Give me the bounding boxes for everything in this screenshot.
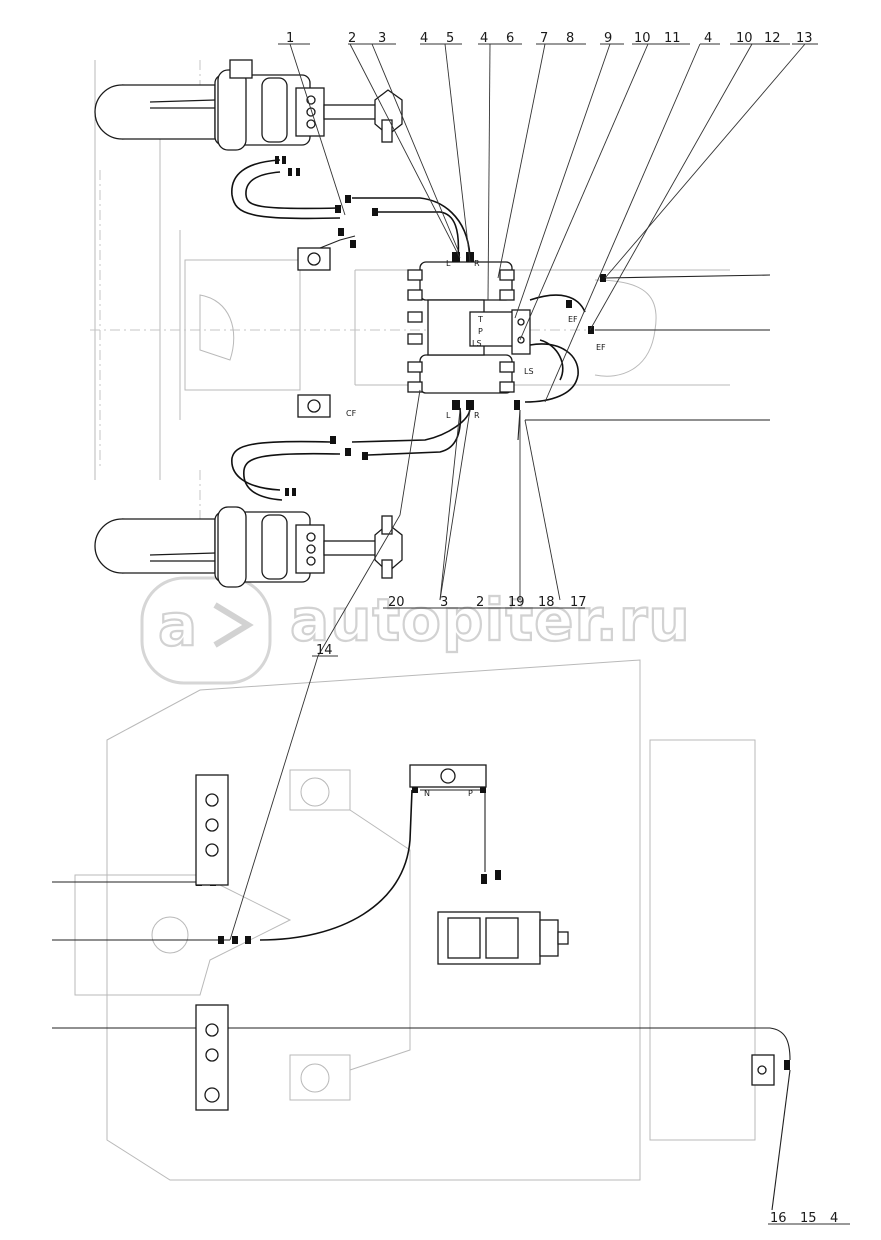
- port-label-cf: CF: [346, 409, 357, 418]
- callout-3: 3: [378, 31, 386, 46]
- hydraulic-pump: [437, 911, 569, 965]
- watermark-text: autopiter.ru: [290, 586, 691, 654]
- callout-4c: 4: [704, 31, 712, 46]
- watermark-logo: a: [158, 591, 198, 659]
- callout-7: 7: [540, 31, 548, 46]
- port-label-ef-2: EF: [596, 343, 606, 352]
- port-label-l-top: L: [446, 259, 451, 268]
- priority-valves: [297, 247, 487, 788]
- callout-10a: 10: [634, 31, 651, 46]
- callout-12: 12: [764, 31, 781, 46]
- port-label-r-top: R: [474, 259, 480, 268]
- callouts-bottom: 16 15 4: [770, 1211, 838, 1226]
- callouts-mid: 14 20 3 2 19 18 17: [316, 595, 587, 658]
- watermark: a autopiter.ru: [140, 576, 691, 685]
- callout-1: 1: [286, 31, 294, 46]
- port-label-ls: LS: [472, 339, 482, 348]
- port-label-n: N: [424, 789, 430, 798]
- callout-3-mid: 3: [440, 595, 448, 610]
- callout-leaders: [229, 43, 850, 1225]
- mid-hoses: [231, 274, 771, 501]
- callout-9: 9: [604, 31, 612, 46]
- upper-steering-cylinder: [94, 59, 403, 151]
- callout-10b: 10: [736, 31, 753, 46]
- callout-6: 6: [506, 31, 514, 46]
- port-label-ef-1: EF: [568, 315, 578, 324]
- callout-4a: 4: [420, 31, 428, 46]
- callout-4b: 4: [480, 31, 488, 46]
- fittings: [196, 156, 790, 1070]
- port-label-pump-p: P: [468, 789, 473, 798]
- port-label-ls-2: LS: [524, 367, 534, 376]
- callout-17: 17: [570, 595, 587, 610]
- port-label-l-bottom: L: [446, 411, 451, 420]
- callout-2: 2: [348, 31, 356, 46]
- callout-15: 15: [800, 1211, 817, 1226]
- lower-steering-cylinder: [94, 506, 403, 588]
- callout-14: 14: [316, 643, 333, 658]
- callout-18: 18: [538, 595, 555, 610]
- callout-8: 8: [566, 31, 574, 46]
- callout-5: 5: [446, 31, 454, 46]
- port-label-r-bottom: R: [474, 411, 480, 420]
- callout-19: 19: [508, 595, 525, 610]
- callout-13: 13: [796, 31, 813, 46]
- callout-20: 20: [388, 595, 405, 610]
- callouts-top: 1 2 3 4 5 4 6 7 8 9 10 11 4 10 12 13: [286, 31, 813, 46]
- steering-valve-block: [407, 261, 531, 394]
- port-labels: L R L R T P LS LS EF EF CF N P: [346, 259, 606, 798]
- port-label-t: T: [477, 315, 483, 324]
- callout-2-mid: 2: [476, 595, 484, 610]
- port-label-p: P: [478, 327, 483, 336]
- control-valve-stacks: [195, 774, 775, 1111]
- lower-hoses: [52, 789, 791, 1211]
- callout-16: 16: [770, 1211, 787, 1226]
- callout-11: 11: [664, 31, 681, 46]
- callout-4-bottom: 4: [830, 1211, 838, 1226]
